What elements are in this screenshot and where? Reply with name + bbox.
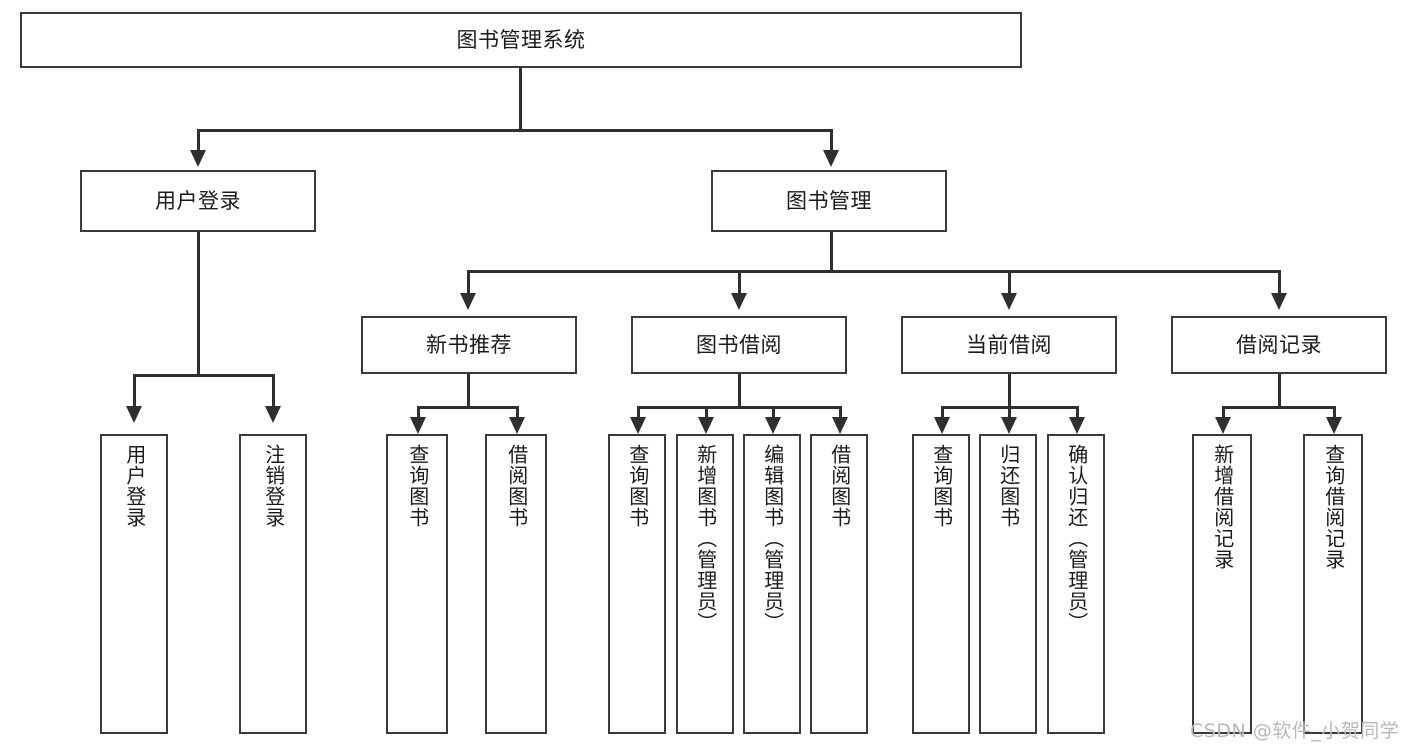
leaf-newbook-query-book-label: 查询图书 [405,444,430,528]
leaf-current-return-book[interactable]: 归还图书 [979,434,1037,734]
leaf-borrow-edit-book[interactable]: 编辑图书（管理员） [743,434,801,734]
connector-currentborrow-to-leaf2 [1008,406,1011,420]
connector-newbook-stem [467,374,470,408]
connector-user-to-leaf1 [133,374,136,409]
node-book-management[interactable]: 图书管理 [711,170,947,232]
connector-currentborrow-stem [1008,374,1011,408]
leaf-user-logout-label: 注销登录 [261,444,286,528]
node-borrow-record-label: 借阅记录 [1236,332,1322,357]
arrow-currentborrow-to-leaf2 [1001,417,1017,434]
node-root-label: 图书管理系统 [456,27,586,52]
leaf-newbook-borrow-book[interactable]: 借阅图书 [485,434,547,734]
leaf-current-confirm-return-label: 确认归还（管理员） [1064,444,1089,633]
arrow-bookborrow-to-leaf4 [832,417,848,434]
arrow-currentborrow-to-leaf3 [1069,417,1085,434]
leaf-borrow-query-book[interactable]: 查询图书 [608,434,666,734]
connector-book-to-l3-1 [467,270,470,296]
leaf-current-return-book-label: 归还图书 [996,444,1021,528]
arrow-borrowrecord-to-leaf1 [1215,417,1231,434]
leaf-newbook-borrow-book-label: 借阅图书 [504,444,529,528]
leaf-record-query-record-label: 查询借阅记录 [1321,444,1346,570]
leaf-record-add-record-label: 新增借阅记录 [1210,444,1235,570]
leaf-user-logout[interactable]: 注销登录 [239,434,307,734]
leaf-current-query-book[interactable]: 查询图书 [912,434,970,734]
connector-bookborrow-to-leaf3 [772,406,775,420]
arrow-root-to-book [823,150,839,167]
arrow-book-to-l3-2 [731,293,747,310]
connector-currentborrow-to-leaf3 [1076,406,1079,420]
leaf-borrow-borrow-book-label: 借阅图书 [827,444,852,528]
arrow-root-to-user [190,150,206,167]
connector-bookborrow-to-leaf4 [839,406,842,420]
connector-book-to-l3-3 [1008,270,1011,296]
connector-borrowrecord-stem [1278,374,1281,408]
arrow-book-to-l3-3 [1001,293,1017,310]
arrow-newbook-to-leaf2 [509,417,525,434]
connector-root-bus [197,129,831,132]
node-book-management-label: 图书管理 [786,188,872,213]
arrow-currentborrow-to-leaf1 [934,417,950,434]
connector-user-to-leaf2 [272,374,275,409]
connector-root-to-book [830,129,833,153]
node-current-borrow[interactable]: 当前借阅 [901,316,1117,374]
node-new-book-recommend[interactable]: 新书推荐 [361,316,577,374]
connector-book-to-l3-4 [1278,270,1281,296]
connector-currentborrow-to-leaf1 [941,406,944,420]
connector-book-bus [467,270,1280,273]
connector-root-to-user [197,129,200,153]
leaf-user-login[interactable]: 用户登录 [100,434,168,734]
leaf-borrow-add-book-label: 新增图书（管理员） [693,444,718,633]
connector-book-stem [830,232,833,272]
connector-bookborrow-stem [738,374,741,408]
arrow-user-to-leaf2 [265,406,281,423]
node-book-borrow-label: 图书借阅 [696,332,782,357]
connector-newbook-to-leaf2 [516,406,519,420]
arrow-bookborrow-to-leaf1 [630,417,646,434]
connector-user-bus [133,374,274,377]
node-current-borrow-label: 当前借阅 [966,332,1052,357]
arrow-bookborrow-to-leaf3 [765,417,781,434]
connector-bookborrow-bus [637,406,841,409]
connector-root-stem [519,68,522,130]
leaf-borrow-borrow-book[interactable]: 借阅图书 [810,434,868,734]
connector-bookborrow-to-leaf1 [637,406,640,420]
leaf-record-add-record[interactable]: 新增借阅记录 [1192,434,1252,734]
node-user-login[interactable]: 用户登录 [80,170,316,232]
arrow-borrowrecord-to-leaf2 [1326,417,1342,434]
arrow-book-to-l3-1 [460,293,476,310]
node-new-book-recommend-label: 新书推荐 [426,332,512,357]
leaf-current-confirm-return[interactable]: 确认归还（管理员） [1047,434,1105,734]
connector-borrowrecord-to-leaf1 [1222,406,1225,420]
node-user-login-label: 用户登录 [155,188,241,213]
arrow-user-to-leaf1 [126,406,142,423]
arrow-newbook-to-leaf1 [410,417,426,434]
arrow-book-to-l3-4 [1271,293,1287,310]
leaf-borrow-query-book-label: 查询图书 [625,444,650,528]
node-root[interactable]: 图书管理系统 [20,12,1022,68]
connector-user-stem [197,232,200,375]
leaf-borrow-add-book[interactable]: 新增图书（管理员） [676,434,734,734]
leaf-user-login-label: 用户登录 [122,444,147,528]
leaf-current-query-book-label: 查询图书 [929,444,954,528]
leaf-borrow-edit-book-label: 编辑图书（管理员） [760,444,785,633]
connector-newbook-bus [417,406,518,409]
leaf-newbook-query-book[interactable]: 查询图书 [386,434,448,734]
connector-book-to-l3-2 [738,270,741,296]
connector-borrowrecord-to-leaf2 [1333,406,1336,420]
connector-borrowrecord-bus [1222,406,1335,409]
leaf-record-query-record[interactable]: 查询借阅记录 [1303,434,1363,734]
connector-bookborrow-to-leaf2 [705,406,708,420]
connector-newbook-to-leaf1 [417,406,420,420]
arrow-bookborrow-to-leaf2 [698,417,714,434]
node-borrow-record[interactable]: 借阅记录 [1171,316,1387,374]
node-book-borrow[interactable]: 图书借阅 [631,316,847,374]
